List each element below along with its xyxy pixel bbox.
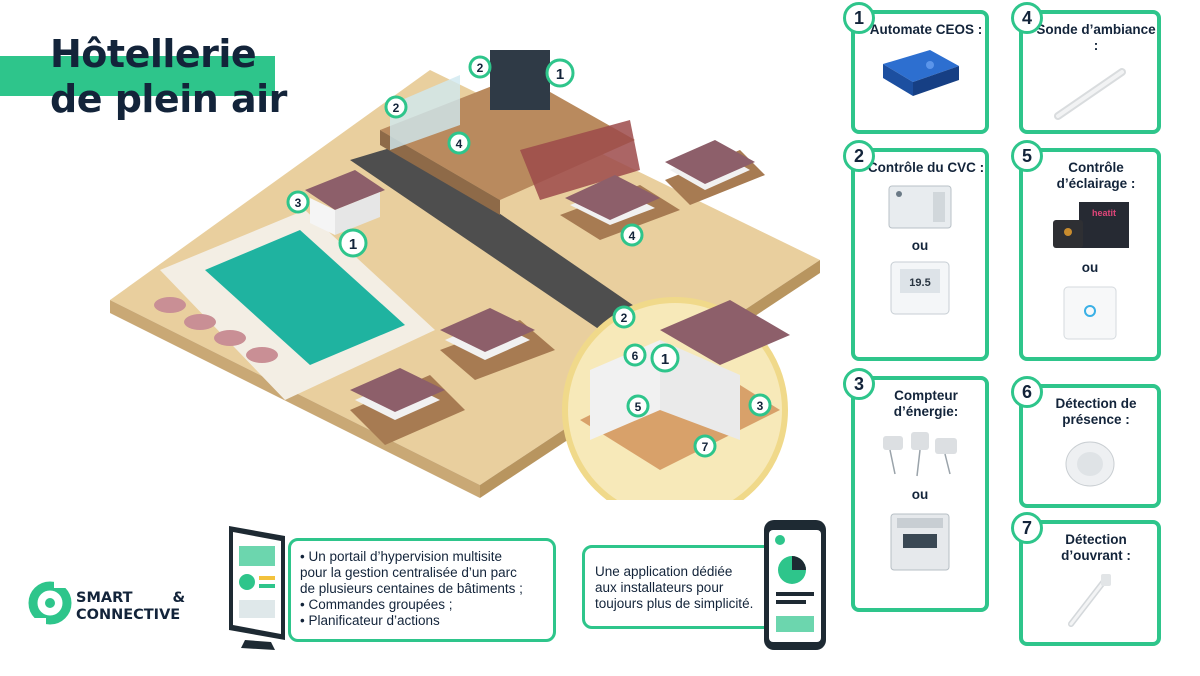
card-number: 6 <box>1011 376 1043 408</box>
logo-line-2: CONNECTIVE <box>76 607 181 623</box>
logo-line-1: SMART& <box>76 590 186 606</box>
svg-text:1: 1 <box>661 351 669 368</box>
or-separator: ou <box>911 238 929 253</box>
svg-text:4: 4 <box>629 229 636 243</box>
campsite-illustration: 1 2 2 1 4 3 1 4 2 6 1 5 3 7 <box>110 50 820 500</box>
card-number: 1 <box>843 2 875 34</box>
svg-text:7: 7 <box>702 440 709 454</box>
app-line: Une application dédiée <box>595 564 733 579</box>
svg-text:4: 4 <box>456 137 463 151</box>
or-separator: ou <box>1081 260 1099 275</box>
card-title: Contrôle d’éclairage : <box>1056 160 1136 191</box>
card-opening-detection: 7 Détection d’ouvrant : <box>1011 512 1161 646</box>
title-line-1: Hôtellerie <box>50 32 257 76</box>
marker-cabin-4: 4 <box>620 223 644 247</box>
svg-text:1: 1 <box>556 66 564 83</box>
cabin-b <box>665 140 765 205</box>
card-hvac-control: 2 Contrôle du CVC : ou 19.5 <box>843 140 989 361</box>
card-automate-ceos: 1 Automate CEOS : <box>843 2 989 134</box>
marker-poolhouse-3: 3 <box>286 190 310 214</box>
card-title: Sonde d’ambiance : <box>1036 22 1156 53</box>
card-title: Compteur d’énergie: <box>893 388 959 419</box>
svg-text:3: 3 <box>757 399 764 413</box>
monitor-illustration <box>229 526 285 650</box>
umbrellas <box>154 297 278 363</box>
presence-sensor-icon <box>1065 441 1115 487</box>
title-line-2: de plein air <box>50 77 287 121</box>
or-separator: ou <box>911 487 929 502</box>
pool-house <box>305 170 385 235</box>
logo-mark <box>28 578 72 628</box>
card-number: 2 <box>843 140 875 172</box>
din-energy-meter-icon <box>890 513 950 571</box>
card-title: Détection d’ouvrant : <box>1061 532 1131 563</box>
ambient-probe-icon <box>1054 68 1126 120</box>
marker-zoom-3: 3 <box>748 393 772 417</box>
marker-zoom-5: 5 <box>626 394 650 418</box>
pool-water <box>205 230 405 365</box>
svg-text:2: 2 <box>393 101 400 115</box>
svg-text:2: 2 <box>477 61 484 75</box>
marker-poolhouse-1: 1 <box>338 228 368 258</box>
svg-text:2: 2 <box>621 311 628 325</box>
hvac-module-icon <box>888 185 952 229</box>
card-lighting-control: 5 Contrôle d’éclairage : heatit ou <box>1011 140 1161 361</box>
cabin-zoom-circle <box>562 297 790 500</box>
lighting-module-icon: heatit <box>1053 202 1129 248</box>
portal-info-box: • Un portail d’hypervision multisite pou… <box>288 538 556 642</box>
logo-ampersand: & <box>172 590 186 606</box>
marker-restaurant-1: 1 <box>545 58 575 88</box>
svg-text:1: 1 <box>349 236 357 253</box>
portal-line: pour la gestion centralisée d’un parc <box>300 565 517 580</box>
app-info-box: Une application dédiée aux installateurs… <box>582 545 787 629</box>
svg-text:19.5: 19.5 <box>909 277 930 289</box>
cabin-c <box>440 308 555 380</box>
card-title: Contrôle du CVC : <box>867 160 985 175</box>
card-title: Détection de présence : <box>1055 396 1137 427</box>
svg-text:6: 6 <box>632 349 639 363</box>
svg-text:3: 3 <box>295 196 302 210</box>
ceos-controller-icon <box>883 50 959 96</box>
card-ambient-probe: 4 Sonde d’ambiance : <box>1011 2 1161 134</box>
current-clamps-icon <box>883 432 957 477</box>
scene-markers: 1 2 2 1 4 3 1 4 2 6 1 5 3 7 <box>286 55 772 458</box>
restaurant-building <box>380 50 640 215</box>
thermostat-icon: 19.5 <box>890 261 950 315</box>
portal-line: de plusieurs centaines de bâtiments ; <box>300 581 523 596</box>
phone-illustration <box>764 520 826 650</box>
portal-line: • Un portail d’hypervision multisite <box>300 549 503 564</box>
card-title: Automate CEOS : <box>869 22 983 37</box>
svg-text:heatit: heatit <box>1092 208 1116 218</box>
marker-zoom-7: 7 <box>693 434 717 458</box>
svg-text:5: 5 <box>635 400 642 414</box>
cabin-a <box>560 175 680 240</box>
marker-zoom-6: 6 <box>623 343 647 367</box>
marker-zoom-1: 1 <box>650 343 680 373</box>
logo-wordmark: SMART& CONNECTIVE <box>76 590 185 624</box>
ground-edge <box>110 300 480 498</box>
card-number: 3 <box>843 368 875 400</box>
marker-restaurant-2b: 2 <box>384 95 408 119</box>
app-line: aux installateurs pour <box>595 580 724 595</box>
card-number: 5 <box>1011 140 1043 172</box>
page-title: Hôtellerie de plein air <box>50 32 287 122</box>
road <box>350 145 640 330</box>
card-number: 7 <box>1011 512 1043 544</box>
portal-line: • Commandes groupées ; <box>300 597 453 612</box>
portal-line: • Planificateur d’actions <box>300 613 440 628</box>
cabin-d <box>350 368 465 445</box>
card-number: 4 <box>1011 2 1043 34</box>
marker-restaurant-2a: 2 <box>468 55 492 79</box>
opening-sensor-icon <box>1068 574 1111 627</box>
marker-zoom-2: 2 <box>612 305 636 329</box>
title-accent-band <box>0 56 275 96</box>
card-energy-meter: 3 Compteur d’énergie: ou <box>843 368 989 612</box>
card-presence-detection: 6 Détection de présence : <box>1011 376 1161 508</box>
app-line: toujours plus de simplicité. <box>595 596 754 611</box>
marker-restaurant-4: 4 <box>447 131 471 155</box>
touch-switch-icon <box>1063 286 1117 340</box>
